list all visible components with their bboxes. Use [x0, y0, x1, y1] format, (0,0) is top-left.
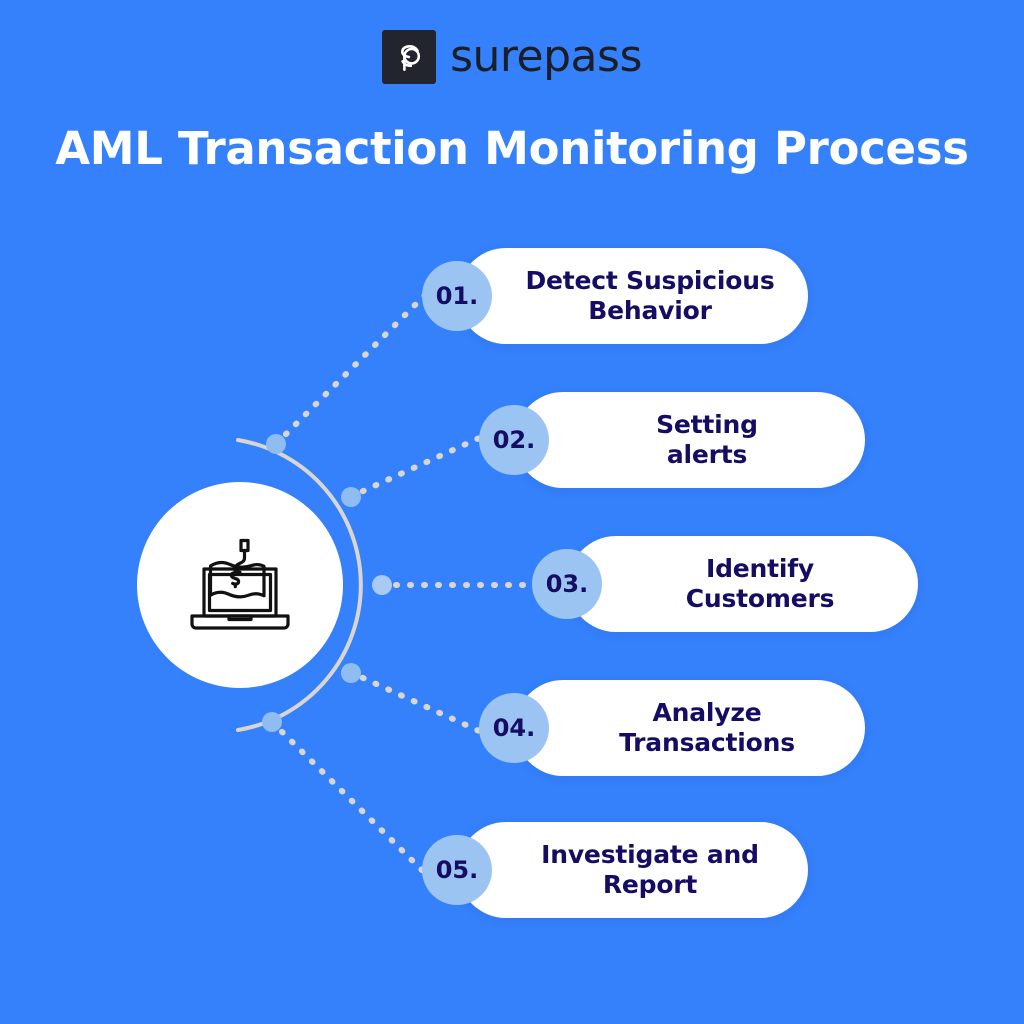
step-number-1: 01.	[435, 282, 479, 310]
page-title: AML Transaction Monitoring Process	[55, 122, 969, 175]
step-number-2: 02.	[492, 426, 536, 454]
step-card-3[interactable]: Identify Customers	[568, 536, 918, 632]
hub-circle	[137, 482, 343, 688]
step-card-2[interactable]: Setting alerts	[515, 392, 865, 488]
step-label-3: Identify Customers	[685, 553, 835, 614]
step-badge-4: 04.	[479, 693, 549, 763]
step-badge-3: 03.	[532, 549, 602, 619]
process-step-5[interactable]: Investigate and Report 05.	[414, 822, 808, 918]
step-label-1: Detect Suspicious Behavior	[525, 265, 775, 326]
step-badge-2: 02.	[479, 405, 549, 475]
step-label-5: Investigate and Report	[541, 839, 759, 900]
laptop-money-phishing-icon	[190, 538, 290, 630]
process-step-1[interactable]: Detect Suspicious Behavior 01.	[414, 248, 808, 344]
step-card-4[interactable]: Analyze Transactions	[515, 680, 865, 776]
process-step-4[interactable]: Analyze Transactions 04.	[471, 680, 865, 776]
step-number-5: 05.	[435, 856, 479, 884]
step-card-1[interactable]: Detect Suspicious Behavior	[458, 248, 808, 344]
step-number-4: 04.	[492, 714, 536, 742]
step-card-5[interactable]: Investigate and Report	[458, 822, 808, 918]
brand-logo: surepass	[0, 26, 1024, 88]
step-badge-5: 05.	[422, 835, 492, 905]
step-label-2: Setting alerts	[656, 409, 758, 470]
surepass-wordmark: surepass	[450, 31, 642, 82]
surepass-logo-mark	[382, 30, 437, 84]
process-step-3[interactable]: Identify Customers 03.	[524, 536, 918, 632]
step-number-3: 03.	[545, 570, 589, 598]
step-badge-1: 01.	[422, 261, 492, 331]
step-label-4: Analyze Transactions	[619, 697, 795, 758]
process-step-2[interactable]: Setting alerts 02.	[471, 392, 865, 488]
